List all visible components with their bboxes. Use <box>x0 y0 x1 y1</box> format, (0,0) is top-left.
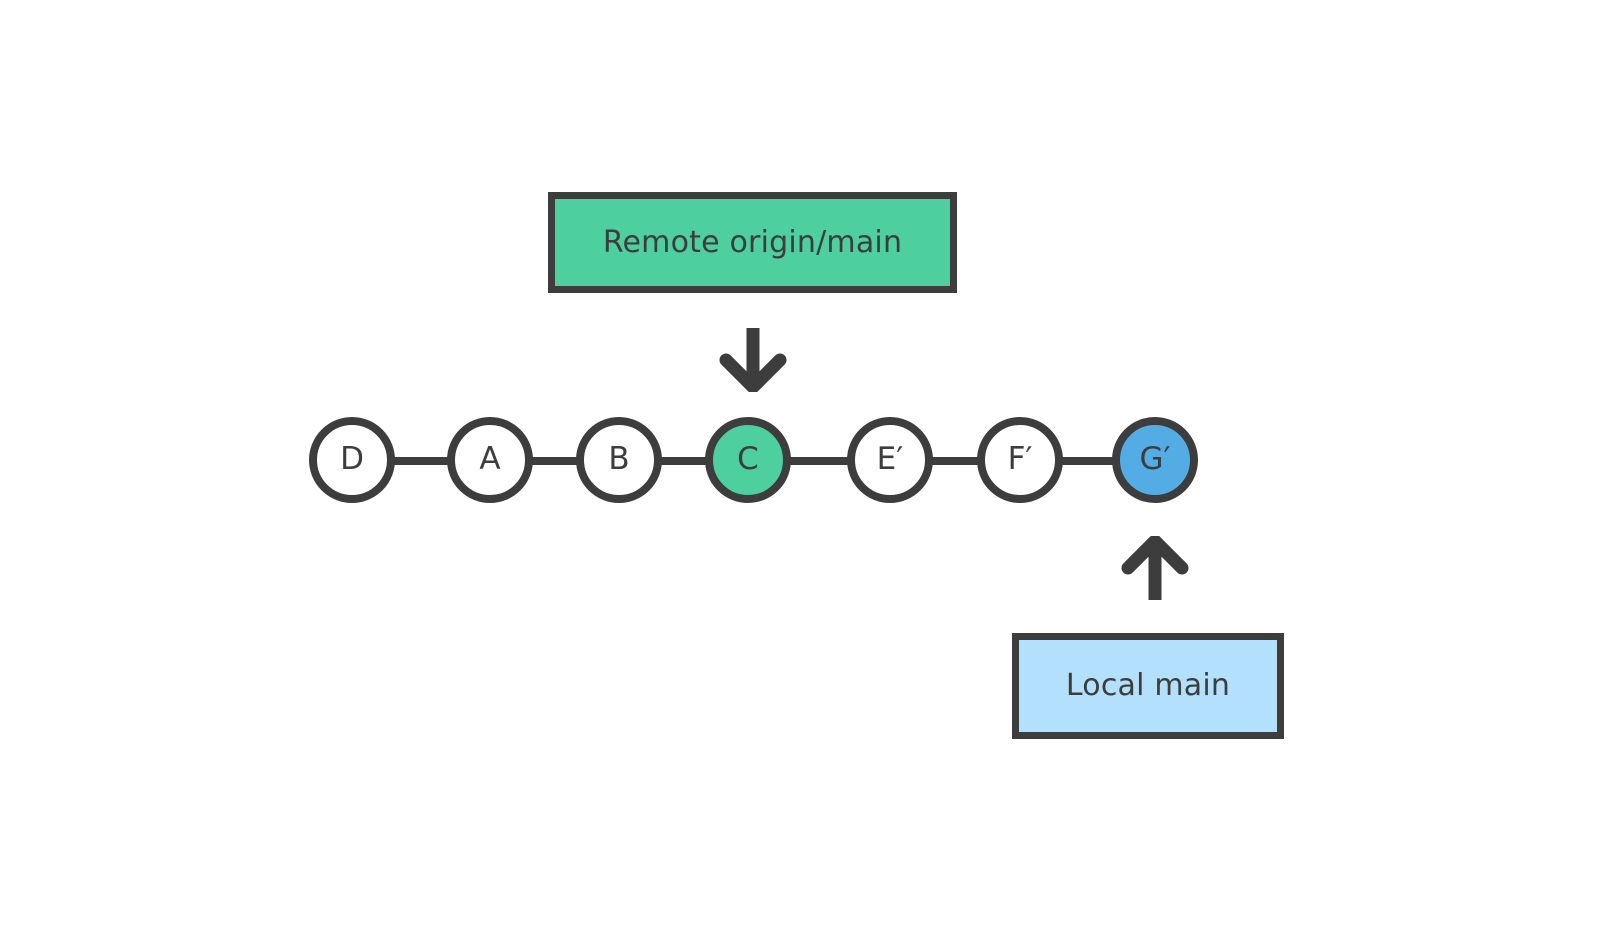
commit-node-c[interactable]: C <box>705 417 791 503</box>
commit-connector <box>1060 457 1115 465</box>
commit-node-b[interactable]: B <box>576 417 662 503</box>
commit-connector <box>930 457 980 465</box>
commit-node-label: D <box>340 440 364 477</box>
commit-node-f-prime[interactable]: F′ <box>977 417 1063 503</box>
remote-branch-label-text: Remote origin/main <box>602 224 903 260</box>
up-arrow-icon <box>1119 534 1191 606</box>
commit-chain: D A B C E′ F′ G′ <box>0 417 1600 505</box>
commit-node-label: C <box>737 440 759 477</box>
commit-node-e-prime[interactable]: E′ <box>847 417 933 503</box>
commit-connector <box>659 457 708 465</box>
commit-node-d[interactable]: D <box>309 417 395 503</box>
commit-node-label: E′ <box>876 440 904 477</box>
commit-node-label: G′ <box>1139 440 1171 477</box>
local-branch-label-box: Local main <box>1012 633 1284 739</box>
commit-connector <box>530 457 580 465</box>
down-arrow-icon <box>717 326 789 396</box>
commit-node-label: B <box>608 440 630 477</box>
commit-node-label: A <box>479 440 501 477</box>
commit-connector <box>392 457 450 465</box>
commit-node-label: F′ <box>1007 440 1033 477</box>
remote-branch-label-box: Remote origin/main <box>548 192 957 293</box>
local-branch-label-text: Local main <box>1065 668 1231 703</box>
commit-connector <box>788 457 850 465</box>
commit-node-g-prime[interactable]: G′ <box>1112 417 1198 503</box>
commit-node-a[interactable]: A <box>447 417 533 503</box>
